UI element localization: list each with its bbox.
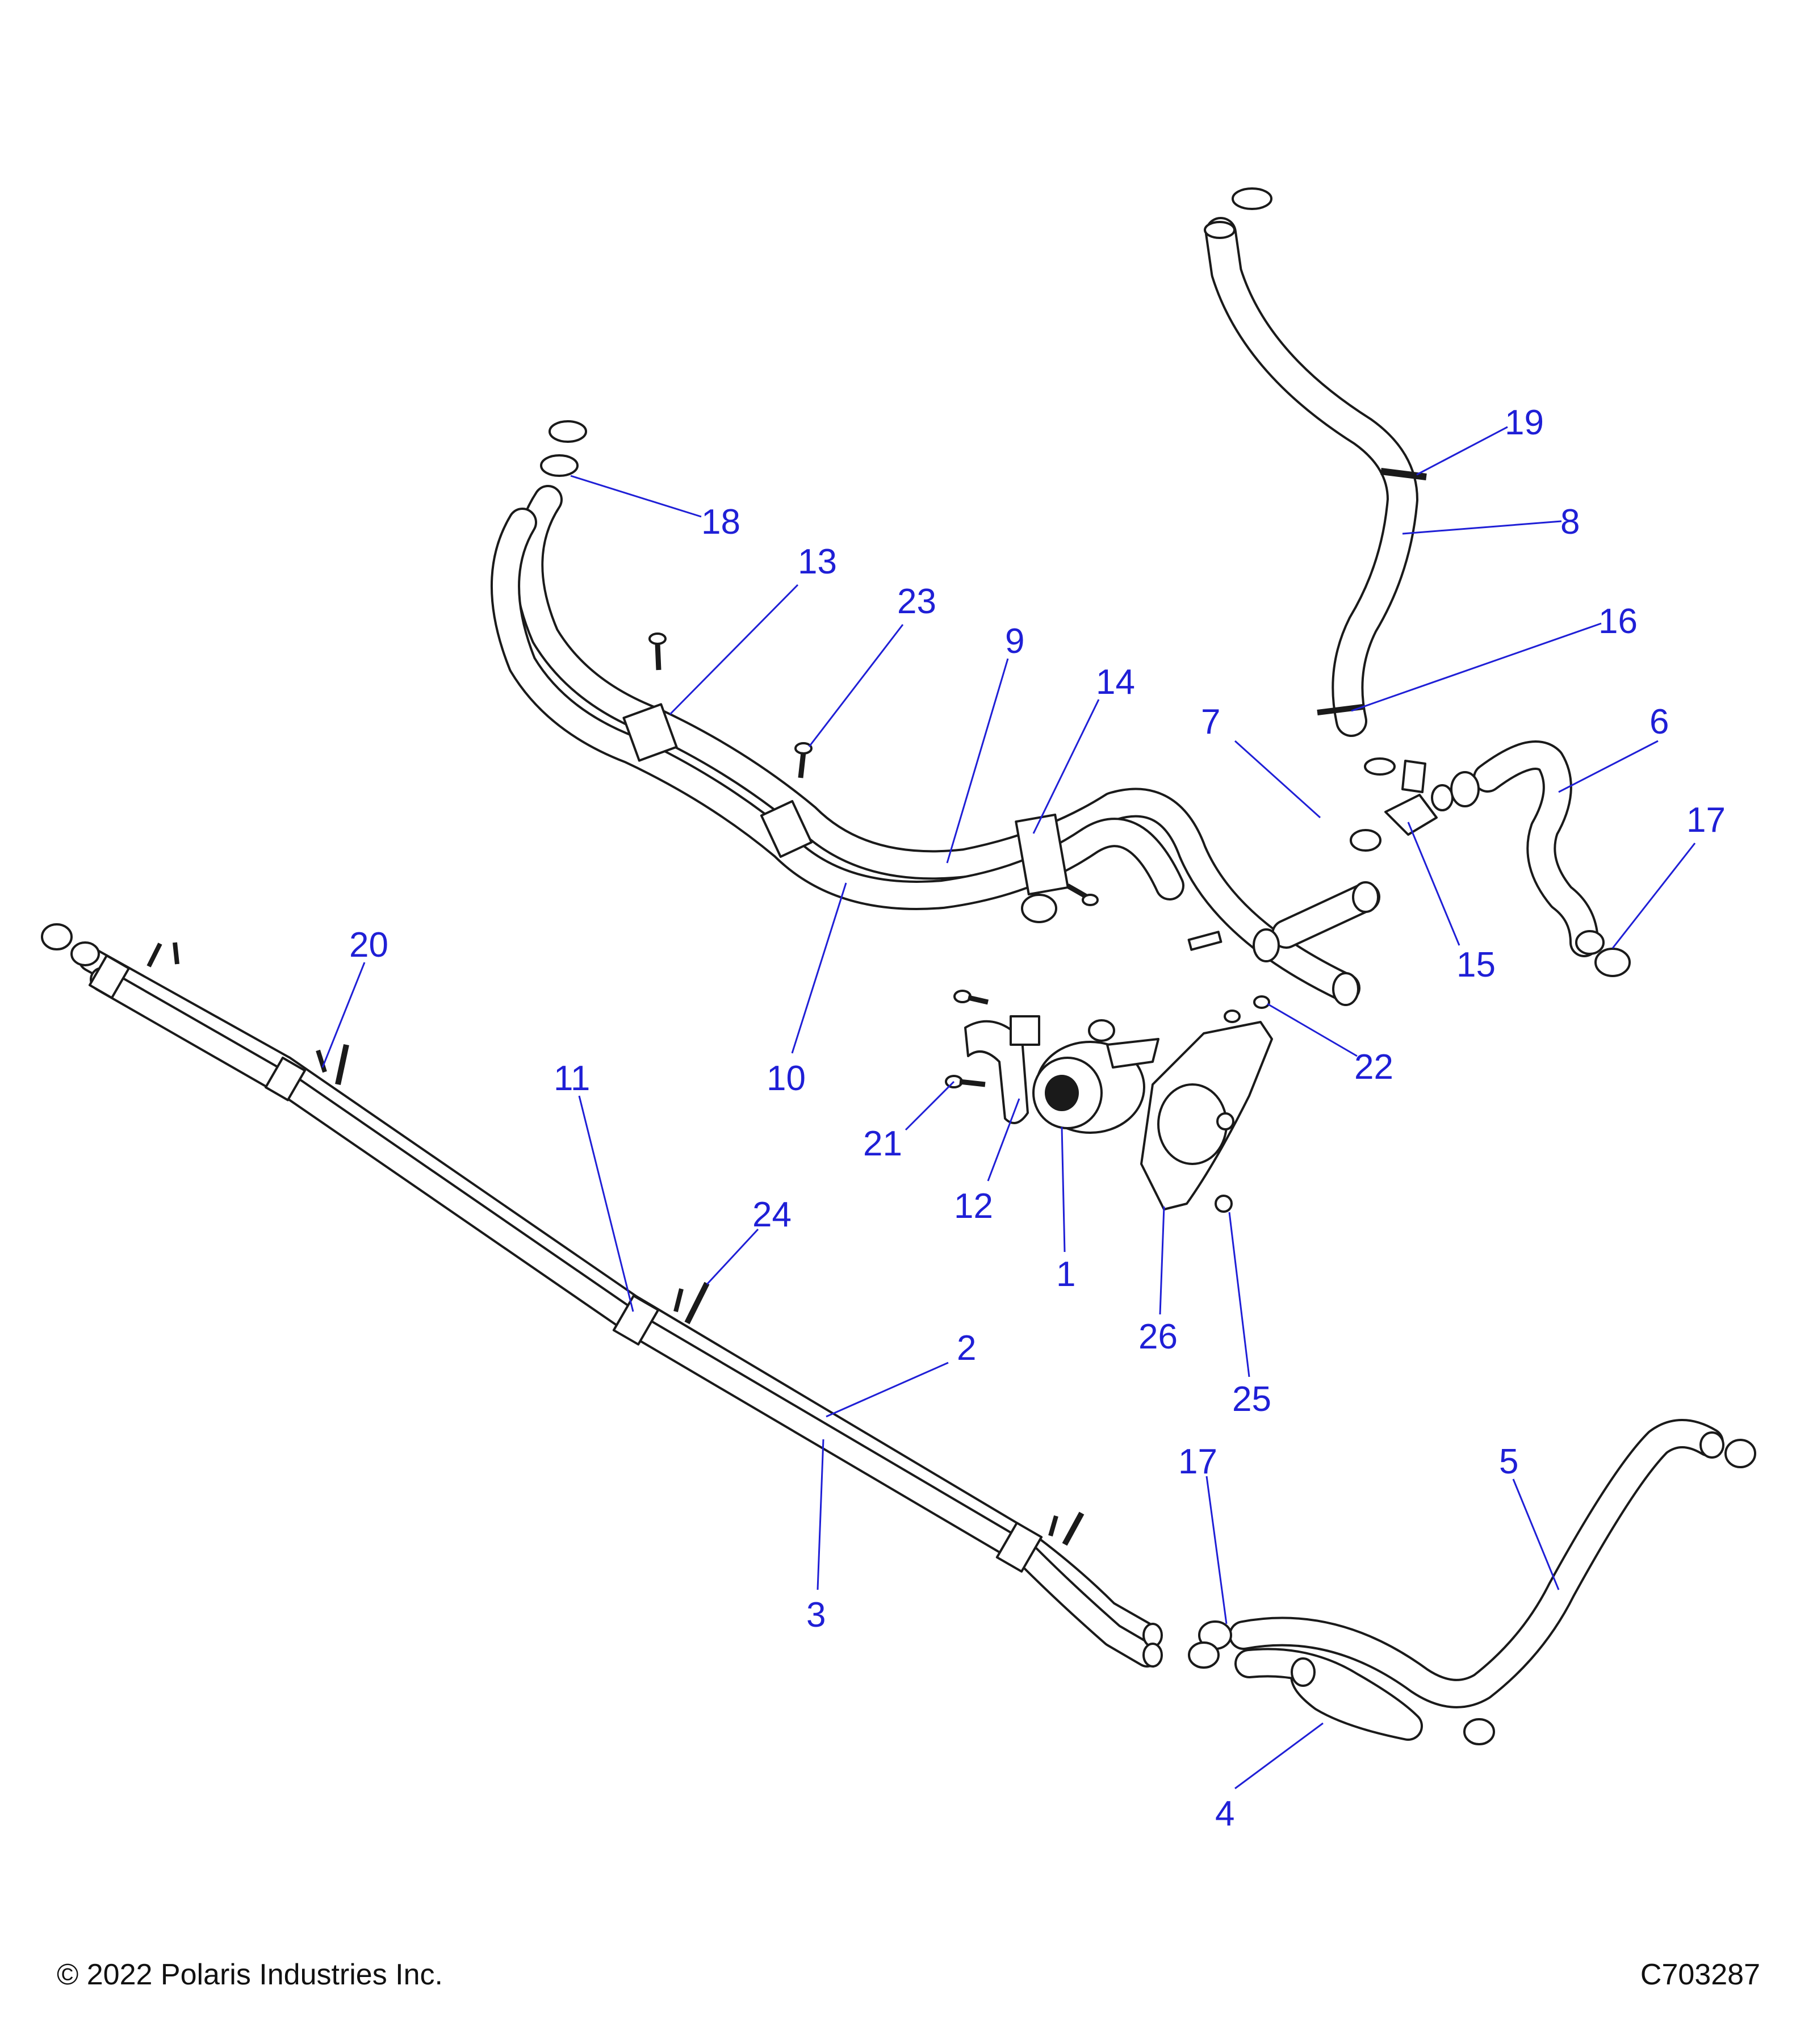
callout-3: 3 [806,1595,826,1635]
callout-10: 10 [767,1059,806,1098]
hose-clamp-right-top [1724,1439,1756,1468]
hose-clamp-right-bottom [1463,1718,1495,1745]
callout-25: 25 [1232,1380,1271,1419]
callout-24: 24 [752,1195,792,1234]
clamp-bracket-lower [995,1522,1043,1573]
bolt-14 [1066,883,1099,906]
nuts-25 [1215,1112,1234,1213]
bolt-21 [945,1075,986,1088]
callout-23: 23 [897,582,936,621]
hose-clamps-18 [540,420,587,477]
callout-18: 18 [701,502,740,542]
callout-16: 16 [1598,602,1638,641]
bolt-upper [648,633,667,671]
hose-5 [1229,1419,1724,1708]
callout-17-upper: 17 [1686,801,1726,840]
callout-8: 8 [1560,502,1580,542]
bolts-24 [673,1281,710,1325]
bracket-13 [622,703,678,762]
clamp-16 [1317,704,1363,715]
bolts-lower [1048,1511,1085,1546]
hose-4 [1234,1648,1423,1741]
clamp-bracket-20 [264,1057,306,1101]
hose-9 [514,485,1360,1003]
callout-26: 26 [1138,1317,1178,1356]
bolt-top-bracket [953,990,989,1005]
clip-small [1187,931,1223,951]
callout-22: 22 [1354,1048,1393,1087]
callout-20: 20 [349,925,388,965]
callout-17-lower: 17 [1178,1442,1217,1481]
shield-26 [1140,1021,1273,1211]
callout-13: 13 [798,542,837,581]
callout-12: 12 [954,1187,993,1226]
hose-8 [1204,217,1418,737]
callout-19: 19 [1505,403,1544,442]
callout-7: 7 [1201,702,1220,742]
callout-21: 21 [863,1124,902,1163]
callout-5: 5 [1499,1442,1518,1481]
bracket-mid [760,800,813,858]
callout-15: 15 [1456,945,1496,985]
bolts-20 [316,1044,349,1086]
bolts-left [146,942,179,967]
hose-clamp-17-upper [1594,948,1631,977]
screws-22 [1224,995,1270,1023]
callout-11: 11 [554,1059,590,1098]
callout-2: 2 [957,1329,976,1368]
callout-14: 14 [1096,663,1135,702]
bolt-23 [794,742,813,778]
hose-6 [1450,740,1605,957]
tee-fitting-15 [1384,760,1454,836]
hose-clamp-top [1232,187,1272,210]
clamp-bracket-left [88,954,130,999]
hose-end-left [41,923,100,966]
bracket-14 [1015,813,1069,923]
clamps-7 [1350,757,1396,852]
hose-clamps-17-lower [1188,1620,1232,1669]
callout-1: 1 [1056,1255,1075,1294]
figure-id: C703287 [1640,1958,1760,1991]
callout-6: 6 [1649,702,1669,742]
hose-7 [1253,881,1380,962]
water-pump-1 [1032,1019,1159,1134]
callout-labels: 19 8 16 18 13 23 9 14 7 6 17 15 20 10 11… [349,403,1726,1833]
copyright-text: © 2022 Polaris Industries Inc. [57,1958,443,1991]
clamp-19 [1380,468,1427,480]
callout-4: 4 [1215,1794,1234,1833]
clamp-bracket-11 [612,1295,660,1346]
leader-lines [321,426,1696,1790]
bracket-12 [964,1015,1040,1124]
callout-9: 9 [1005,622,1024,661]
